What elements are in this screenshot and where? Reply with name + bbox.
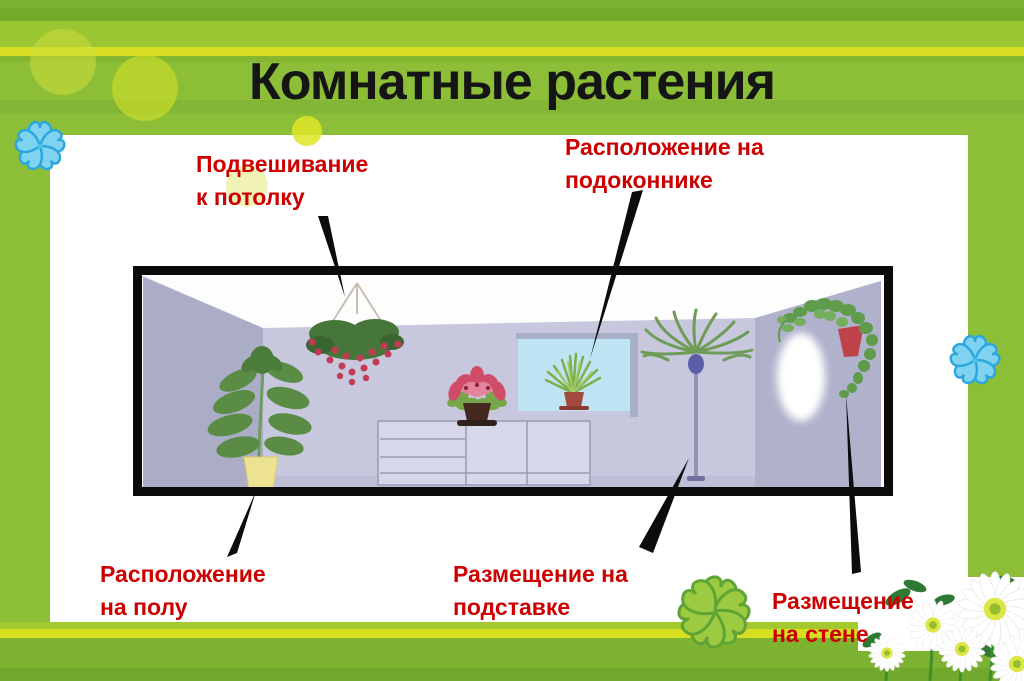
label-on-stand: Размещение на подставке xyxy=(453,561,628,620)
arrow-to-wall-plant xyxy=(846,394,861,574)
bubble-decoration xyxy=(112,55,178,121)
slide-title: Комнатные растения xyxy=(249,53,776,111)
stripe xyxy=(0,668,1024,681)
stripe-yellow xyxy=(0,47,1024,56)
palm-plant-on-stand xyxy=(640,308,754,481)
hanging-plant xyxy=(306,282,404,386)
windowsill-plant xyxy=(544,352,602,410)
cabinet xyxy=(377,420,591,486)
clover-icon xyxy=(675,573,753,651)
label-on-floor: Расположение на полу xyxy=(100,561,266,620)
label-hanging-from-ceiling: Подвешивание к потолку xyxy=(196,151,369,210)
arrow-to-floor-plant xyxy=(227,491,256,557)
room-frame xyxy=(133,266,893,496)
room-interior xyxy=(143,276,881,491)
wall-plant xyxy=(777,298,878,398)
arrow-to-ceiling-plant xyxy=(318,216,345,297)
left-wall xyxy=(143,277,263,491)
wall-light-oval xyxy=(777,333,825,421)
cabinet-plant xyxy=(447,366,507,426)
arrow-to-stand-plant xyxy=(639,458,689,553)
daisies-decoration xyxy=(862,570,1024,681)
floor-plant xyxy=(207,346,312,490)
stripe xyxy=(0,56,1024,62)
stripe xyxy=(0,100,1024,114)
stripe-yellow xyxy=(0,629,1024,638)
stripe xyxy=(0,0,1024,8)
label-on-wall: Размещение на стене xyxy=(772,588,914,647)
label-on-windowsill: Расположение на подоконнике xyxy=(565,134,764,193)
bubble-decoration xyxy=(292,116,322,146)
stripe xyxy=(0,622,1024,629)
stripe xyxy=(0,8,1024,21)
bubble-decoration xyxy=(30,29,96,95)
arrow-to-windowsill-plant xyxy=(590,190,643,359)
stripe xyxy=(0,21,1024,47)
blue-flower-icon xyxy=(14,122,66,172)
blue-flower-icon xyxy=(949,336,1001,386)
bubble-decoration xyxy=(226,165,268,207)
